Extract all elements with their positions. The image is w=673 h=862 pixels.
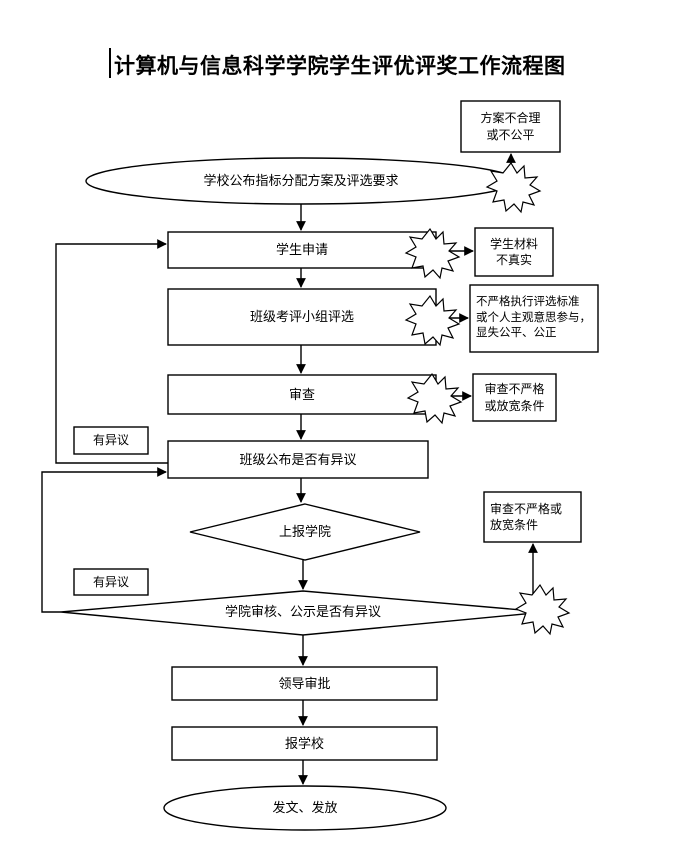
title-left-rule <box>109 48 111 78</box>
node-risk-student-material-shape <box>474 227 554 277</box>
starburst-class-review-icon <box>404 294 461 347</box>
node-risk-top-shape <box>460 100 561 153</box>
starburst-student-apply-icon <box>404 227 461 280</box>
feedback-loop-college-review-to-class-publish <box>41 467 167 613</box>
node-college-review-shape <box>60 590 546 636</box>
node-class-publish-shape <box>167 440 429 479</box>
node-risk-college-examine-shape <box>483 491 582 543</box>
node-student-apply-shape <box>167 231 437 269</box>
node-objection-label-1-shape <box>73 426 149 455</box>
starburst-college-review-icon <box>514 583 571 636</box>
node-report-college-shape <box>189 503 421 561</box>
node-start-ellipse-shape <box>85 157 517 205</box>
node-risk-standard-shape <box>469 284 599 353</box>
feedback-loop-class-publish-to-student-apply <box>55 239 168 464</box>
starburst-examine-icon <box>406 372 463 425</box>
node-end-ellipse-shape <box>163 785 447 831</box>
node-leader-approve-shape <box>171 666 438 701</box>
node-risk-examine-shape <box>472 373 557 422</box>
node-report-school-shape <box>171 726 438 761</box>
node-examine-shape <box>167 374 437 415</box>
node-class-review-shape <box>167 288 437 346</box>
node-objection-label-2-shape <box>73 568 149 596</box>
starburst-start-icon <box>485 161 542 214</box>
page-title: 计算机与信息科学学院学生评优评奖工作流程图 <box>114 54 566 78</box>
